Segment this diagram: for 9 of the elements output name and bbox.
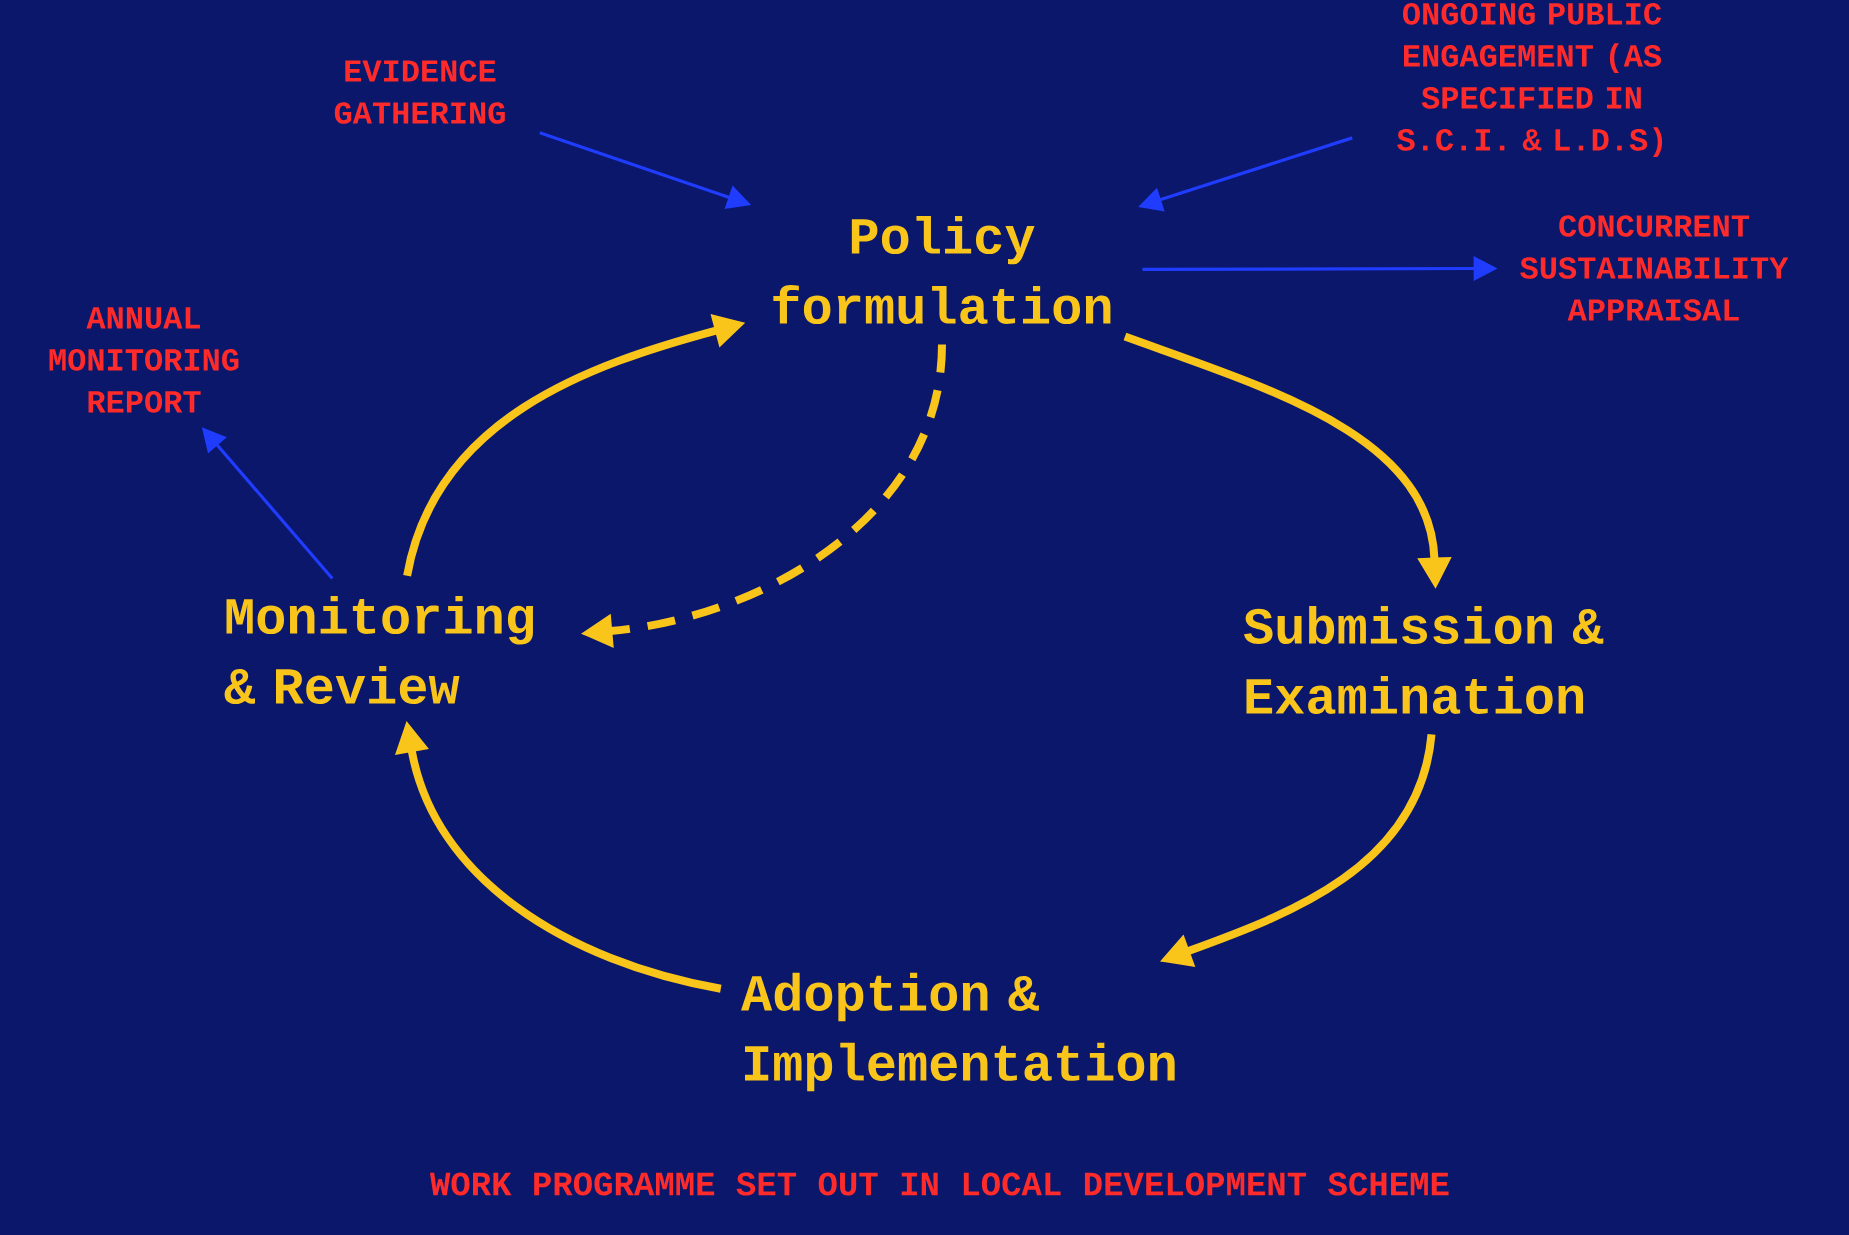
- caption-text: WORK PROGRAMME SET OUT IN LOCAL DEVELOPMENT SCHEME: [429, 1172, 1449, 1196]
- note-label: ONGOING PUBLIC ENGAGEMENT (AS SPECIFIED IN S.C.I. & L.D.S): [1397, 3, 1663, 158]
- stage-label: Submission & Examination: [1244, 605, 1604, 715]
- stage-label: Adoption & Implementation: [741, 972, 1175, 1092]
- stage-label: Monitoring & Review: [224, 595, 534, 705]
- note-label: ANNUAL MONITORING REPORT: [49, 307, 239, 413]
- stage-label: Policy formulation: [773, 215, 1111, 325]
- note-label: EVIDENCE GATHERING: [334, 60, 505, 124]
- note-label: CONCURRENT SUSTAINABILITY APPRAISAL: [1520, 215, 1789, 321]
